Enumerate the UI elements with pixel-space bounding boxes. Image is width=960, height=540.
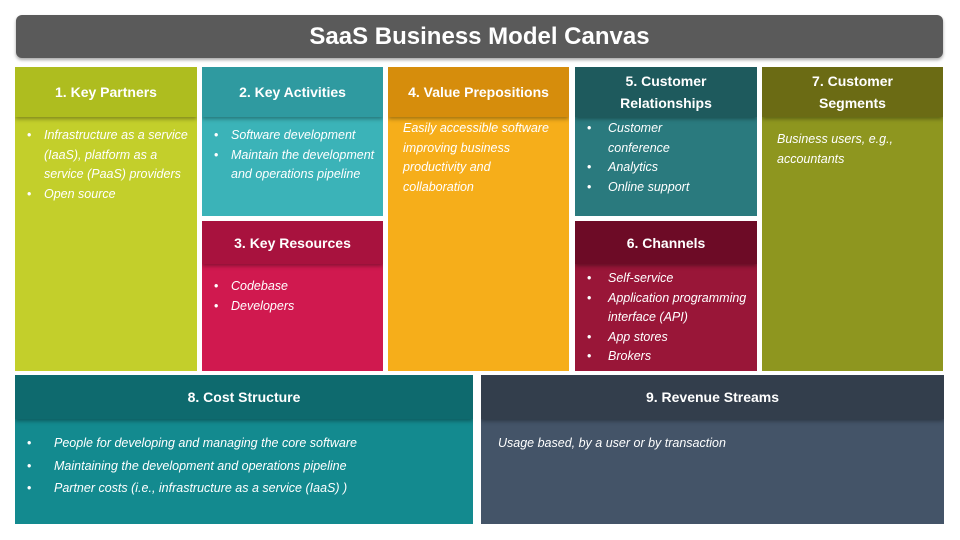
list-item: Software development [202, 126, 383, 146]
revenue-streams-body: Usage based, by a user or by transaction [481, 419, 944, 524]
value-propositions-heading: 4. Value Prepositions [388, 67, 569, 117]
revenue-streams-block: 9. Revenue Streams Usage based, by a use… [481, 375, 944, 524]
cost-structure-list: People for developing and managing the c… [15, 432, 473, 500]
list-item: Open source [15, 185, 197, 205]
list-item: App stores [575, 328, 757, 348]
revenue-streams-heading: 9. Revenue Streams [481, 375, 944, 419]
customer-segments-body: Business users, e.g., accountants [762, 117, 943, 371]
list-item: Application programming interface (API) [575, 289, 757, 328]
channels-heading: 6. Channels [575, 221, 757, 264]
list-item: Online support [575, 178, 707, 198]
customer-segments-heading: 7. Customer Segments [762, 67, 943, 117]
key-partners-heading: 1. Key Partners [15, 67, 197, 117]
cost-structure-body: People for developing and managing the c… [15, 419, 473, 524]
value-propositions-text: Easily accessible software improving bus… [403, 121, 549, 194]
channels-list: Self-service Application programming int… [575, 269, 757, 367]
list-item: Codebase [202, 277, 383, 297]
customer-relationships-block: 5. Customer Relationships Customer confe… [575, 67, 757, 216]
key-activities-heading: 2. Key Activities [202, 67, 383, 117]
customer-segments-block: 7. Customer Segments Business users, e.g… [762, 67, 943, 371]
canvas-title: SaaS Business Model Canvas [16, 15, 943, 58]
list-item: Analytics [575, 158, 707, 178]
list-item: Developers [202, 297, 383, 317]
list-item: Infrastructure as a service (IaaS), plat… [15, 126, 197, 185]
revenue-streams-text: Usage based, by a user or by transaction [498, 436, 726, 450]
value-propositions-block: 4. Value Prepositions Easily accessible … [388, 67, 569, 371]
channels-block: 6. Channels Self-service Application pro… [575, 221, 757, 371]
value-propositions-body: Easily accessible software improving bus… [388, 117, 569, 371]
customer-relationships-list: Customer conference Analytics Online sup… [575, 119, 757, 197]
channels-body: Self-service Application programming int… [575, 264, 757, 371]
customer-relationships-body: Customer conference Analytics Online sup… [575, 117, 757, 216]
key-partners-list: Infrastructure as a service (IaaS), plat… [15, 126, 197, 204]
key-activities-list: Software development Maintain the develo… [202, 126, 383, 185]
list-item: Maintain the development and operations … [202, 146, 383, 185]
customer-relationships-heading: 5. Customer Relationships [575, 67, 757, 117]
list-item: Brokers [575, 347, 757, 367]
key-resources-block: 3. Key Resources Codebase Developers [202, 221, 383, 371]
list-item: People for developing and managing the c… [15, 432, 473, 455]
key-activities-body: Software development Maintain the develo… [202, 117, 383, 216]
key-resources-heading: 3. Key Resources [202, 221, 383, 264]
list-item: Maintaining the development and operatio… [15, 455, 473, 478]
key-partners-block: 1. Key Partners Infrastructure as a serv… [15, 67, 197, 371]
key-partners-body: Infrastructure as a service (IaaS), plat… [15, 117, 197, 371]
list-item: Customer conference [575, 119, 707, 158]
cost-structure-heading: 8. Cost Structure [15, 375, 473, 419]
key-resources-list: Codebase Developers [202, 277, 383, 316]
customer-segments-text: Business users, e.g., accountants [777, 132, 894, 166]
list-item: Partner costs (i.e., infrastructure as a… [15, 477, 473, 500]
list-item: Self-service [575, 269, 757, 289]
key-resources-body: Codebase Developers [202, 264, 383, 371]
key-activities-block: 2. Key Activities Software development M… [202, 67, 383, 216]
cost-structure-block: 8. Cost Structure People for developing … [15, 375, 473, 524]
